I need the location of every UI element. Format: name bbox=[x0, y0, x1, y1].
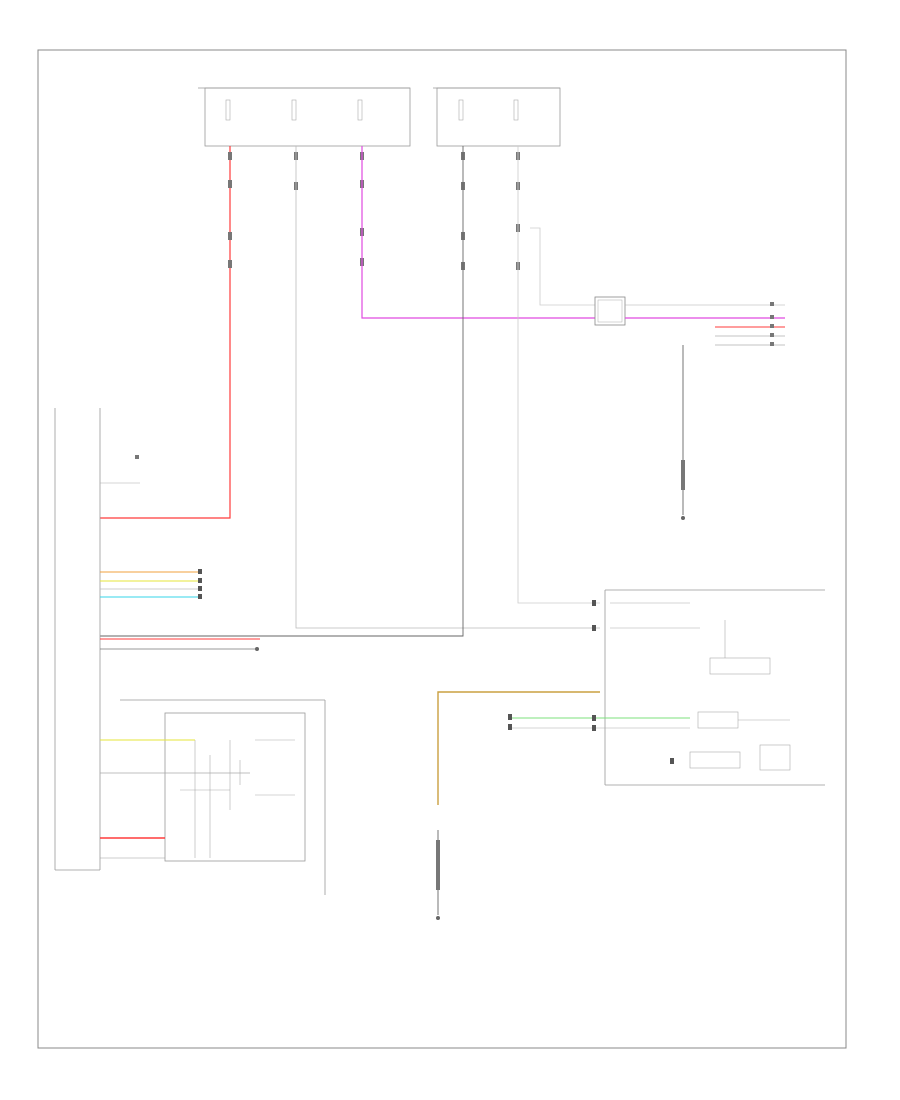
junction-dots bbox=[198, 569, 202, 599]
wire-gray-3 bbox=[530, 227, 595, 306]
splice-connector bbox=[594, 296, 626, 326]
fuse-block-right bbox=[433, 87, 561, 147]
connector-marks bbox=[228, 152, 520, 270]
steering-sensor-pins bbox=[770, 302, 774, 346]
wire-red bbox=[100, 146, 231, 519]
connector-mark bbox=[681, 460, 685, 490]
vehicle-speed-sensor bbox=[120, 699, 326, 895]
fuse bbox=[513, 99, 519, 121]
fuse bbox=[291, 99, 297, 121]
junction-dots bbox=[508, 600, 674, 764]
ground-stud-left bbox=[255, 647, 259, 651]
combination-meter bbox=[604, 589, 825, 786]
fuse-block-left bbox=[198, 87, 411, 147]
wire-tan bbox=[437, 691, 600, 805]
fuse bbox=[225, 99, 231, 121]
wire-black-1 bbox=[100, 146, 464, 637]
fuse bbox=[357, 99, 363, 121]
ground-stud-bottom bbox=[436, 916, 440, 920]
connector-mark bbox=[436, 840, 440, 890]
fuse bbox=[458, 99, 464, 121]
wire-gray-1 bbox=[295, 146, 600, 629]
wire-gray-2 bbox=[517, 146, 600, 604]
wire-pink bbox=[361, 146, 595, 319]
diagram-frame bbox=[37, 49, 847, 1049]
ground-stud-right bbox=[681, 516, 685, 520]
